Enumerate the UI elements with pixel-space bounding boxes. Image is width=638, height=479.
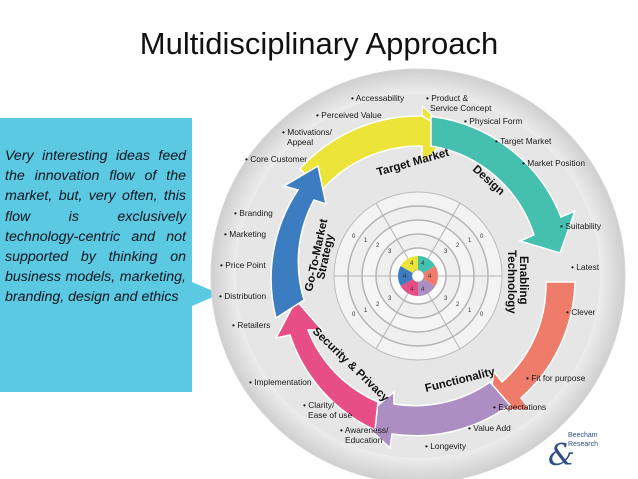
- scale-right-upper-3: 3: [444, 249, 448, 255]
- label-clarity-2: Ease of use: [308, 410, 353, 420]
- label-awareness-1: • Awareness/: [340, 425, 389, 435]
- label-expectations: • Expectations: [493, 402, 546, 412]
- label-motivations-2: Appeal: [287, 137, 313, 147]
- label-motivations-1: • Motivations/: [282, 127, 333, 137]
- center-wedge-technology: [418, 266, 438, 286]
- center-num-1: 4: [421, 261, 425, 267]
- callout-box: [0, 118, 192, 392]
- scale-left-upper-2: 2: [376, 243, 380, 249]
- callout-pointer: [192, 282, 220, 306]
- label-distribution: • Distribution: [219, 291, 266, 301]
- label-fit-for-purpose: • Fit for purpose: [526, 373, 586, 383]
- page-title: Multidisciplinary Approach: [139, 26, 499, 61]
- center-wedge-target: [400, 256, 418, 276]
- logo-text-1: Beecham: [568, 432, 598, 439]
- scale-right-upper-0: 0: [480, 234, 484, 240]
- label-physical-form: • Physical Form: [464, 116, 522, 126]
- segment-title-technology: Technology: [505, 250, 517, 314]
- scale-right-lower-2: 2: [456, 302, 460, 308]
- label-target-market: • Target Market: [495, 136, 552, 146]
- scale-left-upper-1: 1: [364, 238, 368, 244]
- center-num-6: 4: [410, 261, 414, 267]
- segment-design: [430, 115, 577, 254]
- scale-right-lower-0: 0: [480, 312, 484, 318]
- label-product-service-2: Service Concept: [430, 103, 492, 113]
- center-wedge-design: [418, 256, 436, 276]
- label-latest: • Latest: [571, 262, 600, 272]
- label-price-point: • Price Point: [220, 260, 266, 270]
- scale-left-lower-1: 1: [364, 308, 368, 314]
- beecham-research-logo: & Beecham Research: [548, 432, 598, 473]
- scale-right-upper-2: 2: [456, 243, 460, 249]
- label-product-service-1: • Product &: [426, 93, 468, 103]
- label-longevity: • Longevity: [425, 441, 467, 451]
- scale-left-upper-3: 3: [388, 249, 392, 255]
- segment-security-privacy: [274, 298, 379, 432]
- center-num-4: 4: [410, 287, 414, 293]
- scale-left-lower-0: 0: [352, 312, 356, 318]
- label-implementation: • Implementation: [249, 377, 312, 387]
- label-market-position: • Market Position: [522, 158, 585, 168]
- scale-left-lower-2: 2: [376, 302, 380, 308]
- center-wedge-gtm: [398, 266, 418, 286]
- logo-monogram: &: [548, 438, 575, 473]
- center-num-2: 4: [428, 274, 432, 280]
- label-perceived-value: • Perceived Value: [316, 110, 382, 120]
- center-num-3: 4: [421, 287, 425, 293]
- label-clarity-1: • Clarity/: [303, 400, 335, 410]
- label-accessability: • Accessability: [351, 93, 405, 103]
- scale-numbers: 0 1 2 3 0 1 2 3 3 2 1 0 3 2 1 0 4 4 4 4 …: [352, 234, 484, 318]
- label-marketing: • Marketing: [224, 229, 266, 239]
- segment-title-enabling: Enabling: [517, 256, 529, 305]
- center-hub: [411, 269, 425, 283]
- outer-labels: • Accessability • Product & Service Conc…: [219, 93, 602, 451]
- label-value-add: • Value Add: [468, 423, 511, 433]
- scale-left-upper-0: 0: [352, 234, 356, 240]
- scale-left-lower-3: 3: [388, 296, 392, 302]
- label-clever: • Clever: [566, 307, 596, 317]
- label-suitability: • Suitability: [560, 221, 602, 231]
- center-wedge-functionality: [418, 276, 436, 296]
- callout-text: Very interesting ideas feed the innovati…: [5, 148, 186, 306]
- scale-right-lower-3: 3: [444, 296, 448, 302]
- label-branding: • Branding: [234, 208, 273, 218]
- segment-go-to-market: [270, 164, 328, 320]
- center-wedge-security: [400, 276, 418, 296]
- logo-text-2: Research: [568, 441, 598, 448]
- label-awareness-2: Education: [345, 435, 383, 445]
- center-num-5: 4: [403, 274, 407, 280]
- scale-right-upper-1: 1: [468, 238, 472, 244]
- label-retailers: • Retailers: [232, 320, 270, 330]
- scale-right-lower-1: 1: [468, 308, 472, 314]
- label-core-customer: • Core Customer: [245, 154, 307, 164]
